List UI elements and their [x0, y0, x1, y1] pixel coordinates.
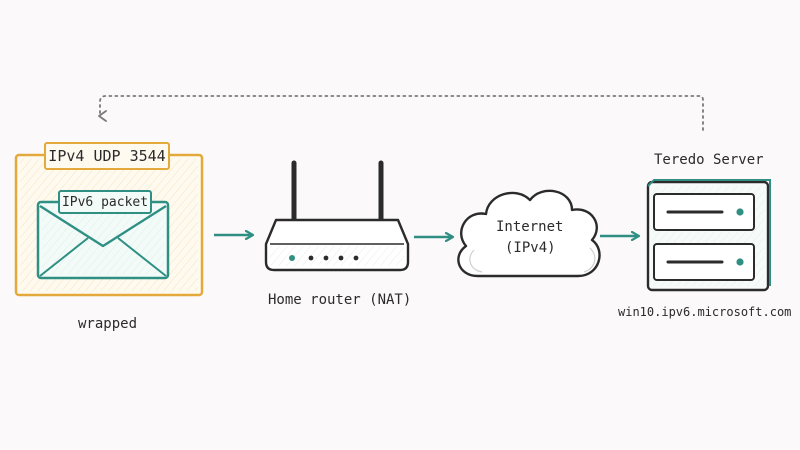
cloud-icon — [457, 189, 601, 278]
router-icon — [264, 160, 410, 272]
server-icon — [646, 179, 771, 292]
internet-protocol-label: (IPv4) — [505, 240, 556, 256]
router-caption: Home router (NAT) — [268, 292, 412, 308]
ipv6-packet-label: IPv6 packet — [58, 190, 152, 214]
wrapped-caption: wrapped — [78, 316, 138, 332]
internet-label: Internet — [496, 219, 564, 235]
ipv4-wrapper-label: IPv4 UDP 3544 — [44, 142, 170, 170]
server-hostname: win10.ipv6.microsoft.com — [618, 305, 792, 319]
return-path-dotted — [98, 95, 704, 131]
envelope-icon — [14, 153, 204, 297]
server-title: Teredo Server — [654, 152, 764, 168]
